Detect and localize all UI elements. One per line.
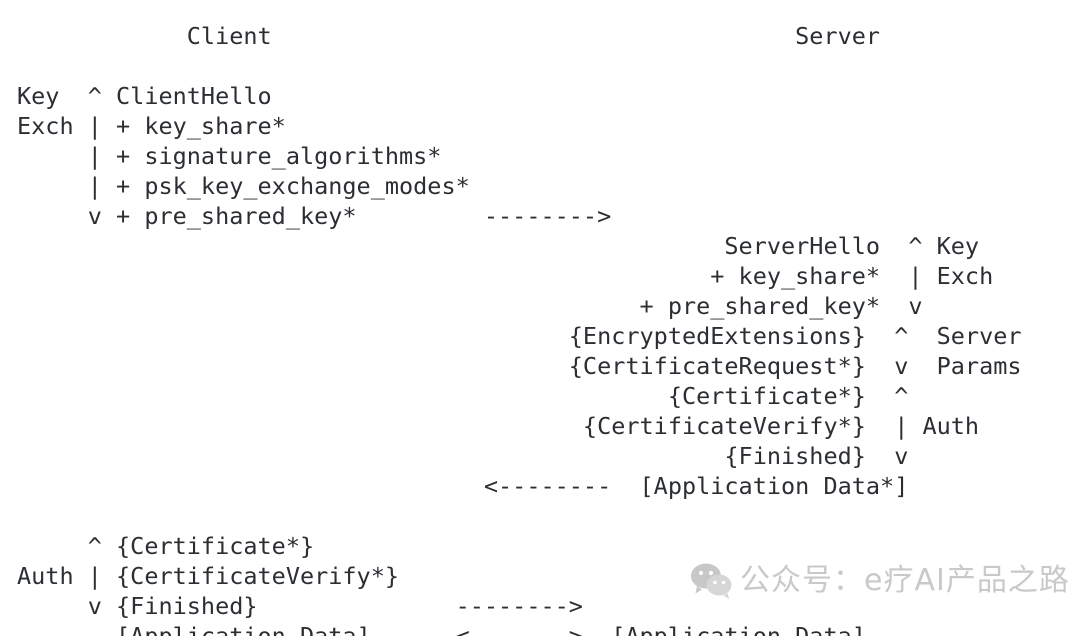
art-line-server-hello: ServerHello ^ Key bbox=[17, 232, 980, 260]
art-line-client-psk-key-exchange-modes: | + psk_key_exchange_modes* bbox=[17, 172, 470, 200]
art-line-client-pre-shared-key-arrow: v + pre_shared_key* --------> bbox=[17, 202, 612, 230]
art-line-encrypted-extensions: {EncryptedExtensions} ^ Server bbox=[17, 322, 1022, 350]
art-line-server-certificate: {Certificate*} ^ bbox=[17, 382, 909, 410]
art-line-client-key-share: Exch | + key_share* bbox=[17, 112, 286, 140]
art-line-server-pre-shared-key: + pre_shared_key* v bbox=[17, 292, 923, 320]
art-line-client-certificate: ^ {Certificate*} bbox=[17, 532, 315, 560]
art-line-certificate-request: {CertificateRequest*} v Params bbox=[17, 352, 1022, 380]
art-line-server-finished: {Finished} v bbox=[17, 442, 909, 470]
art-line-client-certificate-verify: Auth | {CertificateVerify*} bbox=[17, 562, 400, 590]
art-line-client-finished-arrow: v {Finished} --------> bbox=[17, 592, 583, 620]
art-line-client-server-headers: Client Server bbox=[17, 22, 881, 50]
art-line-server-certificate-verify: {CertificateVerify*} | Auth bbox=[17, 412, 980, 440]
art-line-server-application-data-arrow: <-------- [Application Data*] bbox=[17, 472, 909, 500]
art-line-server-key-share: + key_share* | Exch bbox=[17, 262, 994, 290]
art-line-client-hello: Key ^ ClientHello bbox=[17, 82, 272, 110]
art-line-blank-2 bbox=[17, 501, 1022, 531]
art-line-application-data-bidirectional: [Application Data] <-------> [Applicatio… bbox=[17, 622, 866, 636]
art-line-blank-1 bbox=[17, 51, 1022, 81]
art-line-client-signature-algorithms: | + signature_algorithms* bbox=[17, 142, 442, 170]
